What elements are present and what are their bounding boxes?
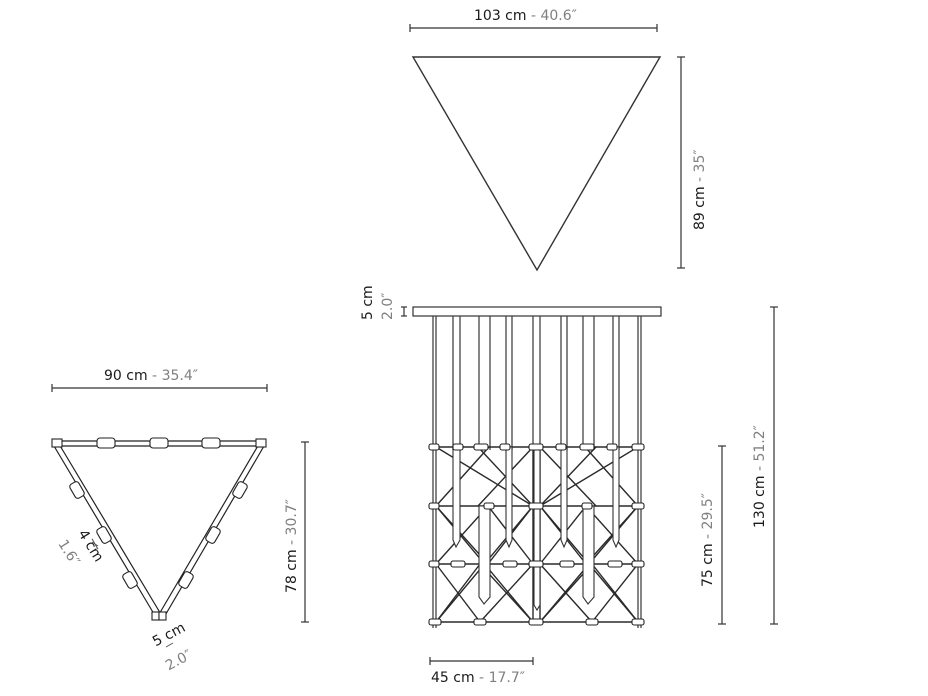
canopy-thickness-imperial-label: 2.0″ xyxy=(380,292,396,321)
canopy-dimension-width xyxy=(409,24,658,32)
frame-width-dimension xyxy=(51,384,268,392)
bar-width-marker xyxy=(91,538,99,550)
canopy-width-label: 103 cm - 40.6″ xyxy=(474,8,577,24)
total-height-dimension xyxy=(770,306,778,625)
body-height-label: 75 cm - 29.5″ xyxy=(700,493,716,587)
joint-nodes xyxy=(428,443,645,626)
frame-width-label: 90 cm - 35.4″ xyxy=(104,368,198,384)
tip-width-marker xyxy=(165,642,174,648)
frame-nodes xyxy=(51,437,267,621)
canopy-dimension-depth xyxy=(677,56,685,269)
canopy-triangle xyxy=(411,56,662,272)
total-height-label: 130 cm - 51.2″ xyxy=(752,425,768,528)
suspension-cables xyxy=(432,316,642,628)
canopy-thickness-dimension xyxy=(401,306,407,317)
canopy-thickness-metric-label: 5 cm xyxy=(360,285,376,320)
module-width-dimension xyxy=(429,657,534,665)
canopy-depth-label: 89 cm - 35″ xyxy=(692,149,708,230)
frame-depth-dimension xyxy=(301,441,309,623)
light-bars xyxy=(452,446,620,612)
frame-depth-label: 78 cm - 30.7″ xyxy=(284,499,300,593)
canopy-plate xyxy=(412,306,662,317)
body-height-dimension xyxy=(718,445,726,625)
module-width-label: 45 cm - 17.7″ xyxy=(431,670,525,686)
